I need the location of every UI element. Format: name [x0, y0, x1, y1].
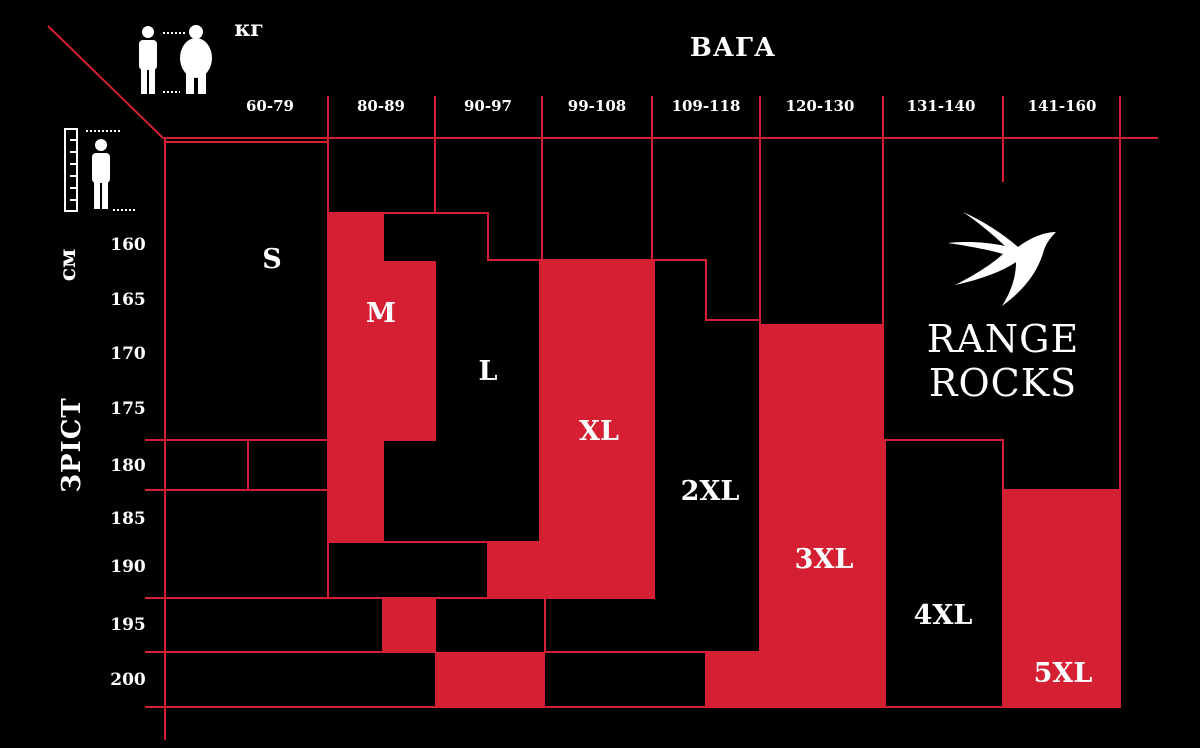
height-tick-label: 170 [110, 344, 146, 364]
y-axis-unit: см [55, 249, 81, 282]
size-label: 2XL [681, 476, 740, 507]
height-tick-label: 190 [110, 557, 146, 577]
grid-line [47, 25, 164, 139]
height-tick-label: 185 [110, 509, 146, 529]
height-tick-label: 195 [110, 615, 146, 635]
height-tick-label: 200 [110, 670, 146, 690]
weight-tick-label: 120-130 [786, 97, 855, 115]
size-label: 5XL [1034, 658, 1093, 689]
weight-tick-label: 80-89 [357, 97, 405, 115]
size-region-s [164, 141, 329, 599]
swallow-icon [948, 212, 1056, 306]
height-tick-label: 165 [110, 290, 146, 310]
weight-tick-label: 90-97 [464, 97, 512, 115]
x-axis-unit: кг [234, 16, 263, 42]
brand-line-1: RANGE [927, 317, 1079, 361]
size-region-l [382, 212, 541, 543]
y-axis-title: ЗРІСТ [57, 397, 87, 493]
weight-tick-label: 141-160 [1028, 97, 1097, 115]
brand-logo: RANGE ROCKS [927, 212, 1079, 405]
size-label: M [366, 298, 396, 329]
weight-tick-labels: 60-79 80-89 90-97 99-108 109-118 120-130 131-1… [246, 97, 1096, 115]
brand-line-2: ROCKS [929, 361, 1077, 405]
weight-people-icon [139, 25, 212, 94]
weight-tick-label: 131-140 [907, 97, 976, 115]
size-regions [164, 141, 1121, 708]
size-labels: S M L XL 2XL 3XL 4XL 5XL [262, 244, 1092, 689]
size-label: 4XL [914, 600, 973, 631]
grid-lines [47, 25, 1158, 740]
size-label: XL [579, 416, 619, 447]
height-tick-label: 180 [110, 456, 146, 476]
weight-tick-label: 99-108 [568, 97, 626, 115]
size-label: S [262, 244, 282, 275]
weight-tick-label: 60-79 [246, 97, 294, 115]
height-tick-labels: 160 165 170 175 180 185 190 195 200 [110, 235, 146, 690]
size-region-4xl [884, 439, 1004, 708]
height-ruler-icon [64, 128, 135, 212]
height-tick-label: 160 [110, 235, 146, 255]
size-label: L [479, 356, 498, 387]
x-axis-title: ВАГА [690, 33, 776, 63]
height-tick-label: 175 [110, 399, 146, 419]
weight-tick-label: 109-118 [672, 97, 741, 115]
size-label: 3XL [795, 544, 854, 575]
size-region-m-block [435, 652, 545, 707]
